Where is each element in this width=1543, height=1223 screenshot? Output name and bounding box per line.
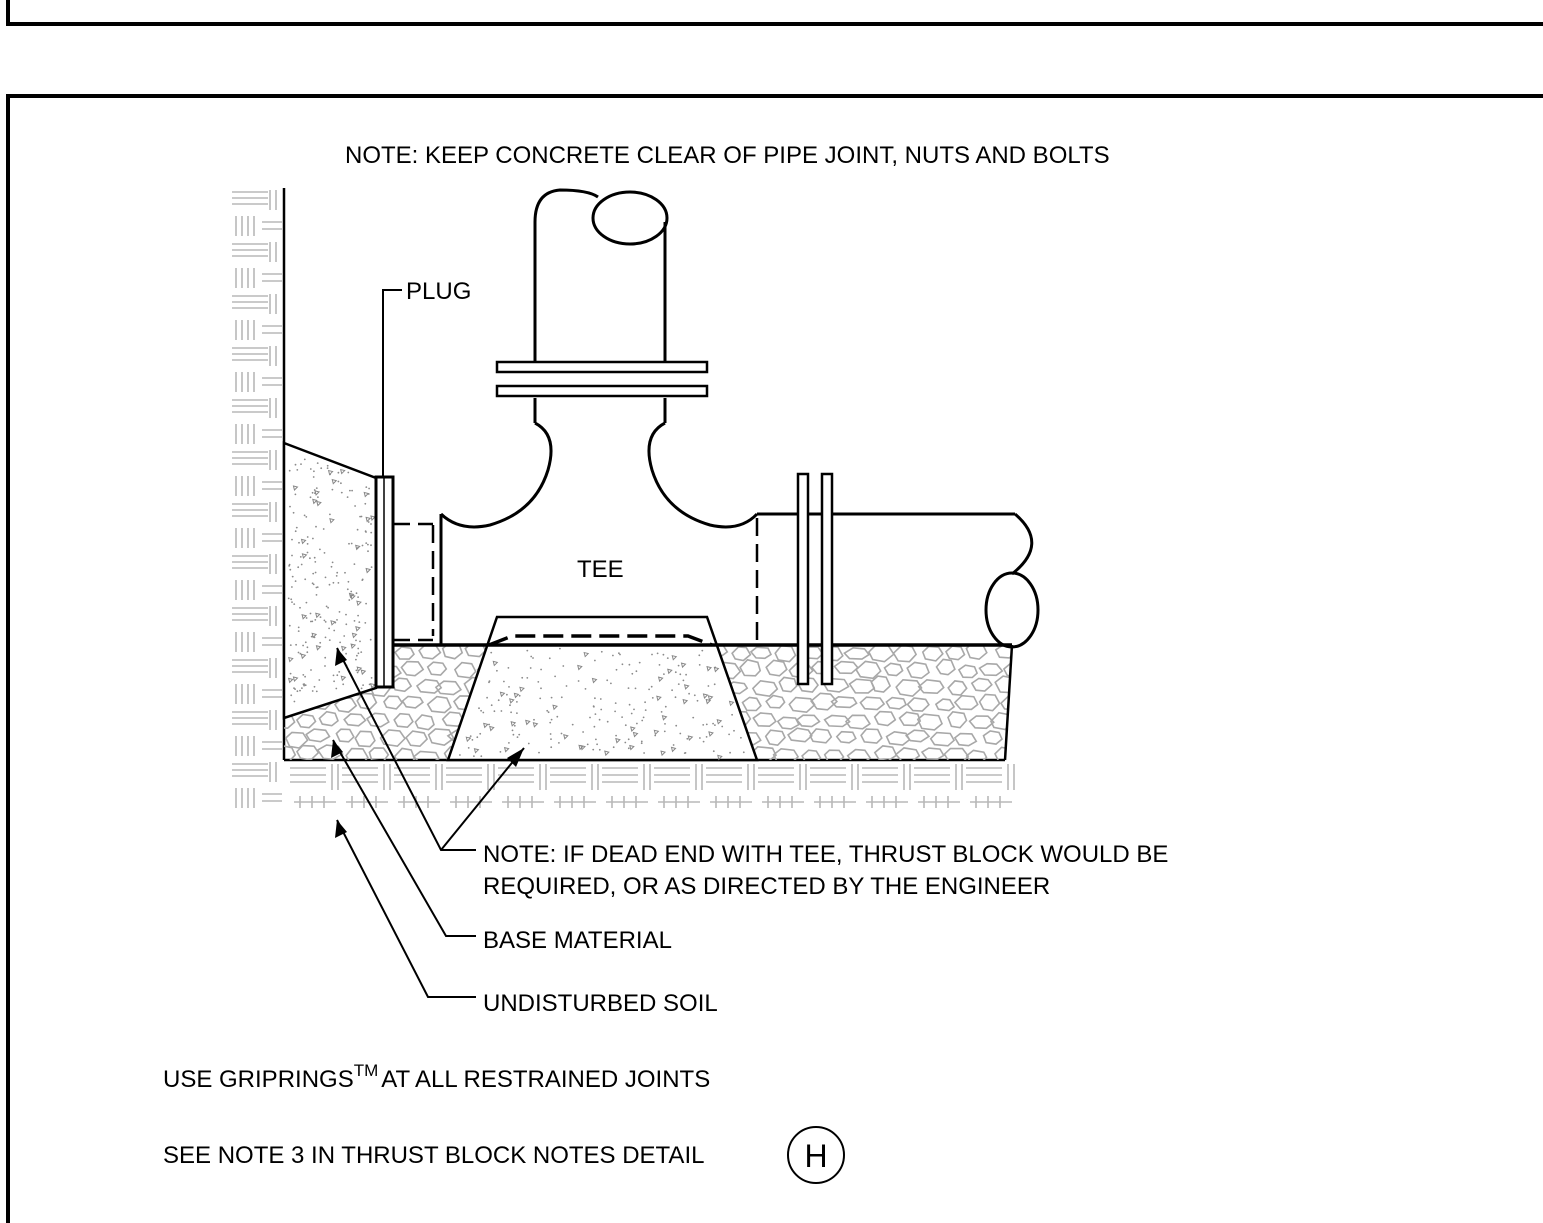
upper-frame-border bbox=[6, 0, 1543, 26]
detail-callout-letter: H bbox=[804, 1138, 827, 1174]
note-dead-end-line1: NOTE: IF DEAD END WITH TEE, THRUST BLOCK… bbox=[483, 841, 1168, 868]
undisturbed-soil-hatch bbox=[232, 190, 1015, 808]
detail-callout-circle bbox=[787, 1126, 845, 1184]
detail-frame-border bbox=[6, 94, 1543, 1223]
note-dead-end-line2: REQUIRED, OR AS DIRECTED BY THE ENGINEER bbox=[483, 873, 1050, 900]
undisturbed-soil-label: UNDISTURBED SOIL bbox=[483, 990, 718, 1017]
tee-fitting bbox=[439, 398, 759, 645]
leader-arrowheads bbox=[331, 648, 524, 838]
hidden-joint-lines bbox=[392, 518, 759, 645]
base-material-label: BASE MATERIAL bbox=[483, 927, 672, 954]
vertical-pipe bbox=[533, 188, 669, 362]
see-note-3: SEE NOTE 3 IN THRUST BLOCK NOTES DETAIL bbox=[163, 1142, 704, 1169]
note-keep-concrete-clear: NOTE: KEEP CONCRETE CLEAR OF PIPE JOINT,… bbox=[345, 142, 1110, 169]
plug-leader bbox=[382, 289, 402, 477]
concrete-speckle bbox=[287, 458, 745, 761]
trademark-superscript: TM bbox=[354, 1061, 379, 1080]
thrust-block-top-dashed bbox=[488, 634, 713, 647]
leader-lines bbox=[332, 647, 525, 998]
tee-label: TEE bbox=[577, 556, 624, 583]
tee-thrust-block bbox=[446, 615, 759, 762]
plug-label: PLUG bbox=[406, 278, 471, 305]
vertical-pipe-flanges bbox=[495, 360, 709, 398]
base-material-right-edge bbox=[1003, 644, 1014, 761]
horizontal-pipe-flanges bbox=[796, 472, 834, 686]
